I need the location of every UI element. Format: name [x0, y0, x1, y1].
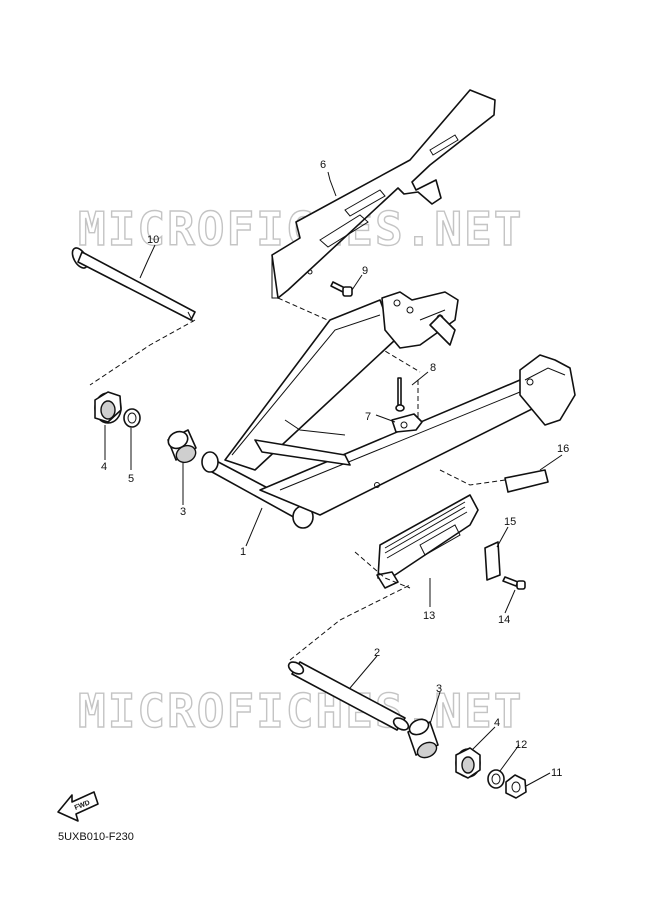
- plate-part-15: [484, 541, 501, 581]
- pivot-shaft: [71, 247, 196, 386]
- rivet-part-8: [395, 377, 419, 420]
- callout-1: 1: [240, 546, 246, 558]
- leader-lines: [104, 171, 563, 787]
- clamp-part-7: [391, 413, 423, 433]
- washer-part-12: [487, 769, 505, 789]
- pad-part-16: [439, 469, 549, 493]
- pivot-shaft-lower: [287, 584, 411, 731]
- fwd-arrow-icon: FWD: [57, 791, 99, 822]
- callout-5: 5: [128, 473, 134, 485]
- callout-11: 11: [551, 767, 562, 779]
- callout-numbers: 1 2 3 3 4 4 5 6 7 8 9 10 11 12 13 14 15 …: [101, 159, 569, 779]
- nut-part-11: [505, 774, 527, 799]
- washer: [123, 408, 141, 428]
- chain-slider: [354, 494, 479, 589]
- callout-12: 12: [515, 739, 527, 751]
- bushing-lower: [407, 718, 439, 759]
- callout-3-lower: 3: [436, 683, 442, 695]
- collar-upper: [94, 391, 122, 424]
- watermark-bottom: MICROFICHES.NET: [78, 684, 523, 738]
- callout-6: 6: [320, 159, 326, 171]
- callout-14: 14: [498, 614, 510, 626]
- callout-4-upper: 4: [101, 461, 107, 473]
- callout-8: 8: [430, 362, 436, 374]
- callout-15: 15: [504, 516, 516, 528]
- callout-4-lower: 4: [494, 717, 500, 729]
- chain-guard: [271, 89, 496, 373]
- diagram-code: 5UXB010-F230: [58, 831, 134, 843]
- callout-2: 2: [374, 647, 380, 659]
- callout-10: 10: [147, 234, 159, 246]
- callout-13: 13: [423, 610, 435, 622]
- callout-7: 7: [365, 411, 371, 423]
- bolt-part-9: [330, 281, 353, 297]
- screw-part-14: [502, 576, 526, 590]
- callout-3-upper: 3: [180, 506, 186, 518]
- collar-lower: [455, 747, 481, 779]
- swingarm: [201, 291, 576, 529]
- callout-16: 16: [557, 443, 569, 455]
- bushing-upper: [167, 429, 197, 464]
- callout-9: 9: [362, 265, 368, 277]
